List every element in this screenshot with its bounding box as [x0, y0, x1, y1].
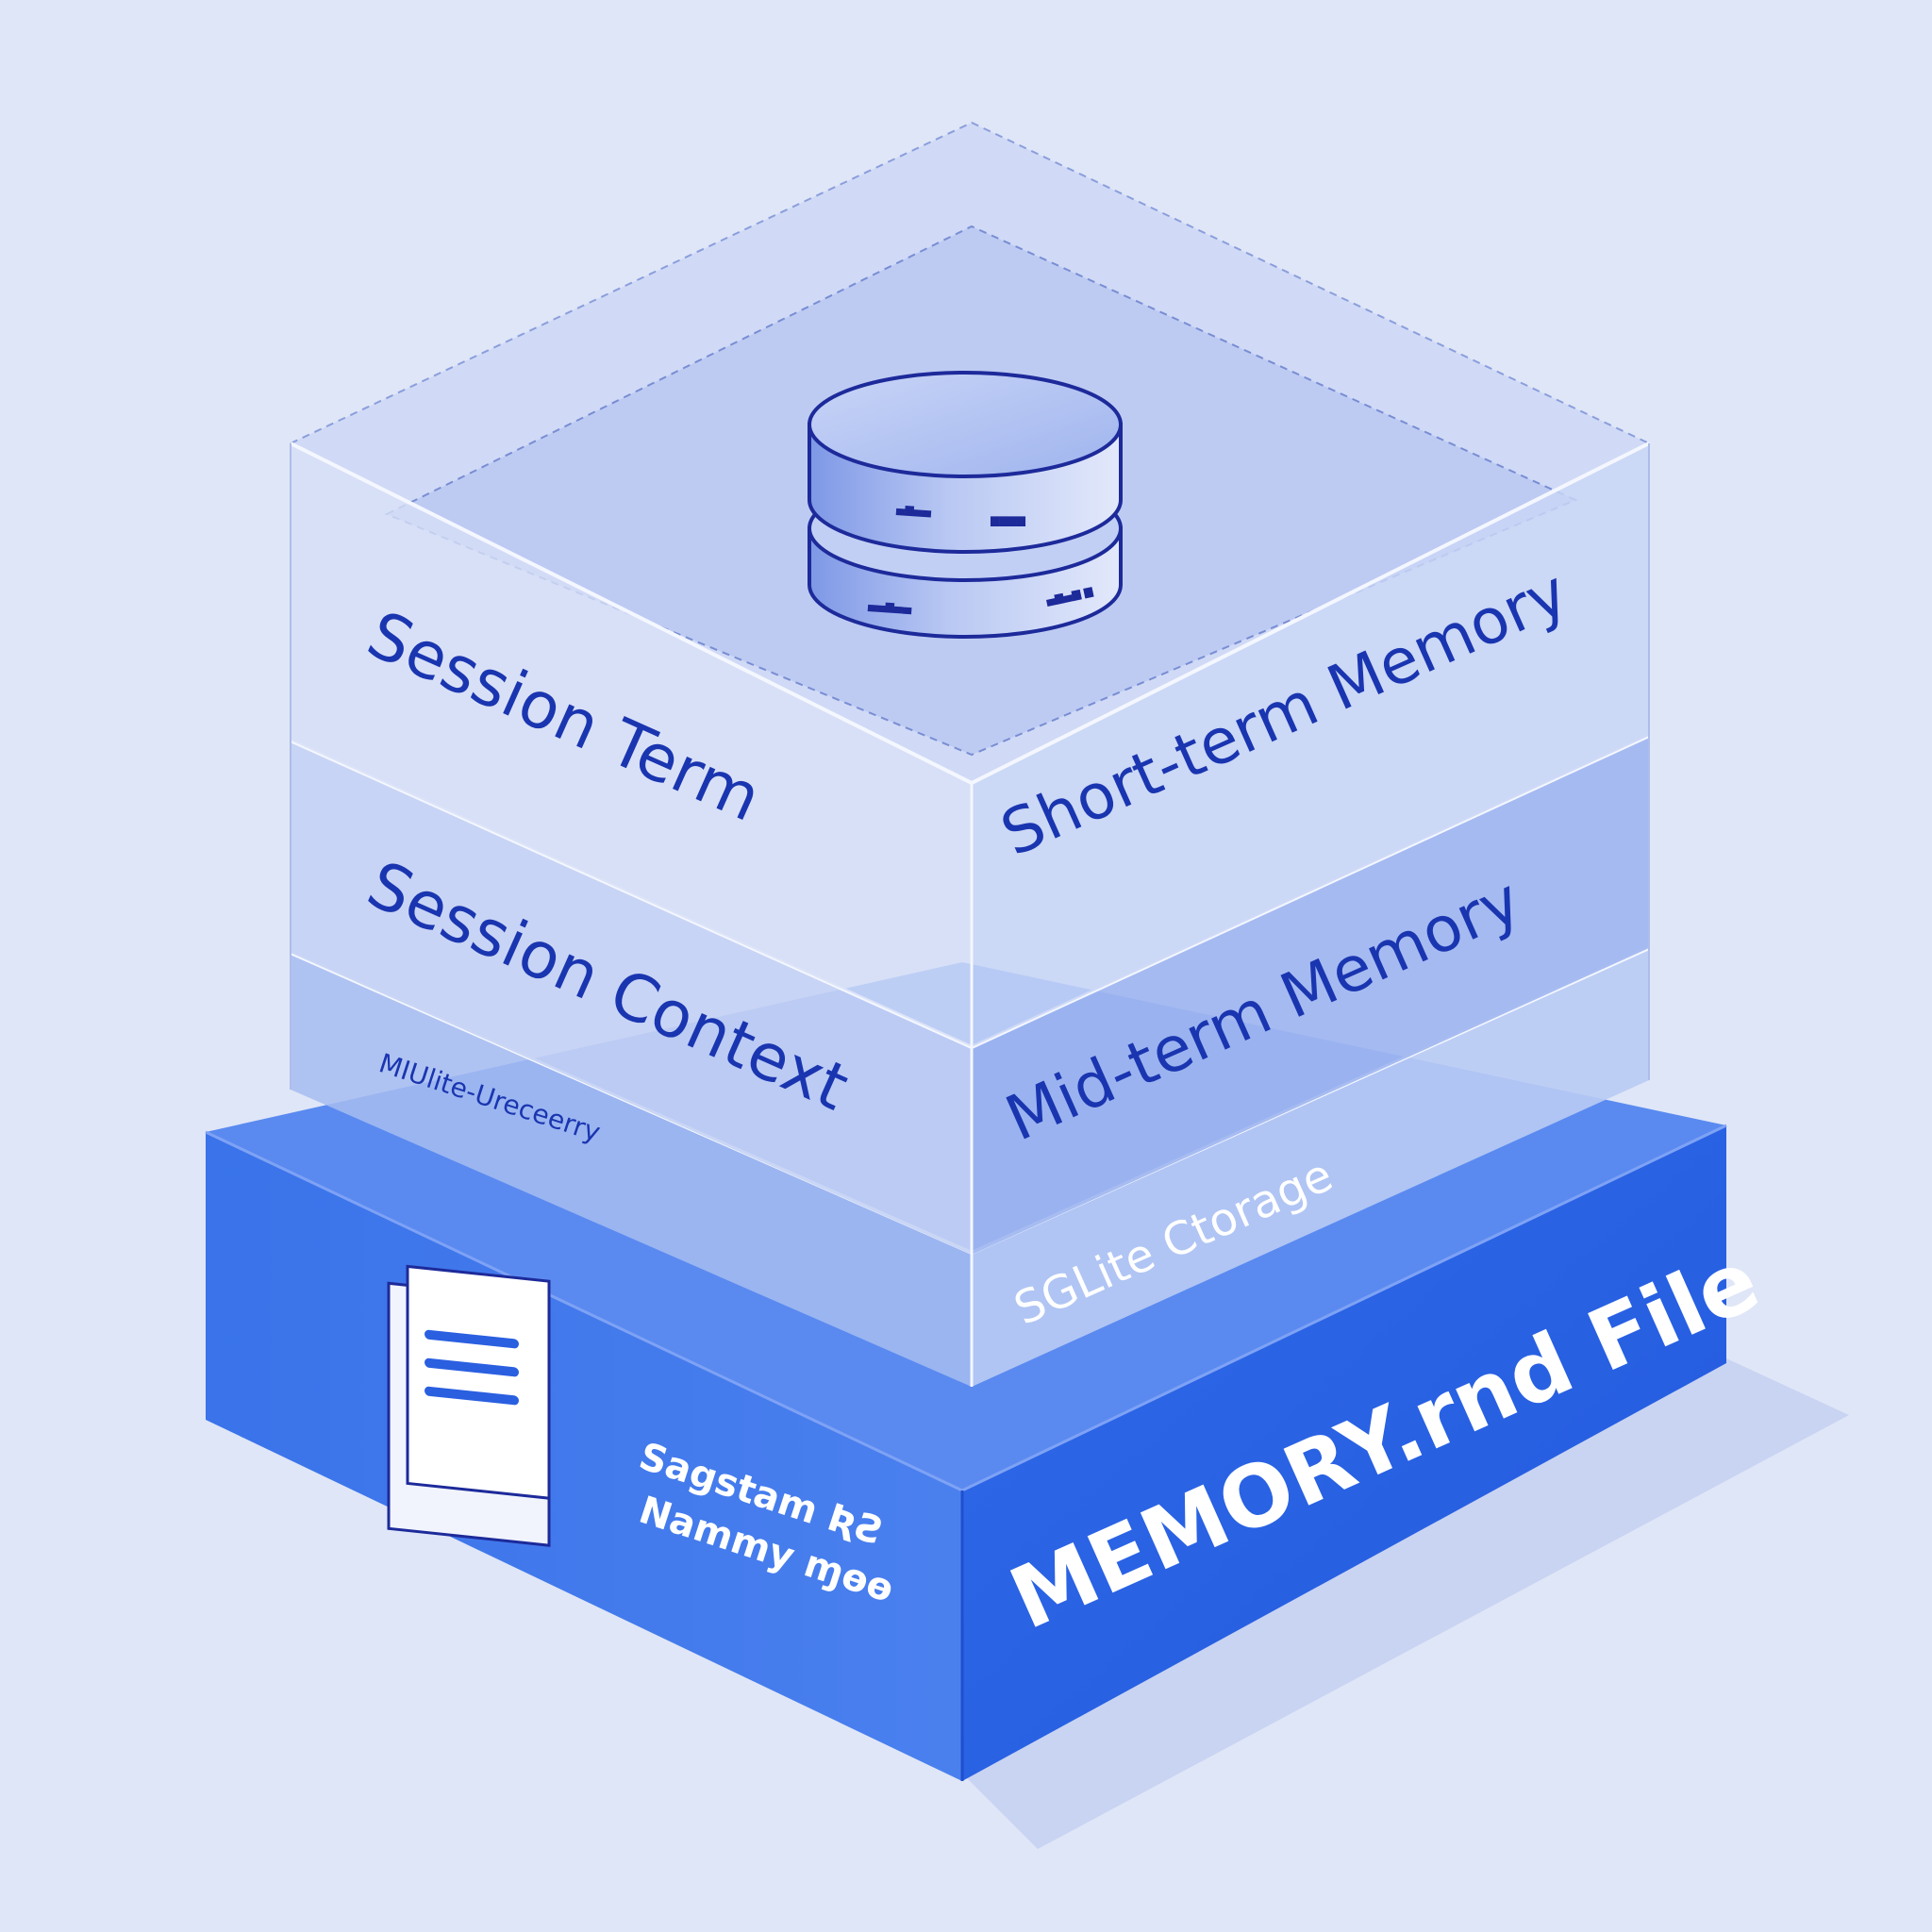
cylinder-top	[808, 371, 1123, 478]
top-layer-left-face	[291, 443, 972, 1047]
cylinder-upper-left-mark: ▄▆▄▄	[895, 502, 933, 518]
base-front-face	[962, 1125, 1726, 1781]
cylinder-upper-right-mark: ▆▆▆▆	[990, 513, 1026, 526]
middle-layer-left-face	[291, 741, 972, 1255]
cylinder-lower-left-mark: ▄▄▆▄▄	[867, 598, 913, 614]
document-front-sheet	[406, 1264, 551, 1500]
lower-layer-right-face	[972, 948, 1649, 1387]
document-line-1	[425, 1329, 519, 1349]
top-layer-right-face	[972, 443, 1649, 1047]
document-line-3	[425, 1386, 519, 1406]
document-line-2	[425, 1357, 519, 1377]
base-shadow	[962, 1358, 1849, 1849]
middle-layer-right-face	[972, 736, 1649, 1255]
document-icon	[387, 1264, 551, 1547]
lower-layer-left-face	[291, 953, 972, 1387]
database-cylinder-icon: ▄▆▄▄ ▆▆▆▆ ▄▄▆▄▄ ▄▆▄▆ ▆	[808, 371, 1123, 639]
